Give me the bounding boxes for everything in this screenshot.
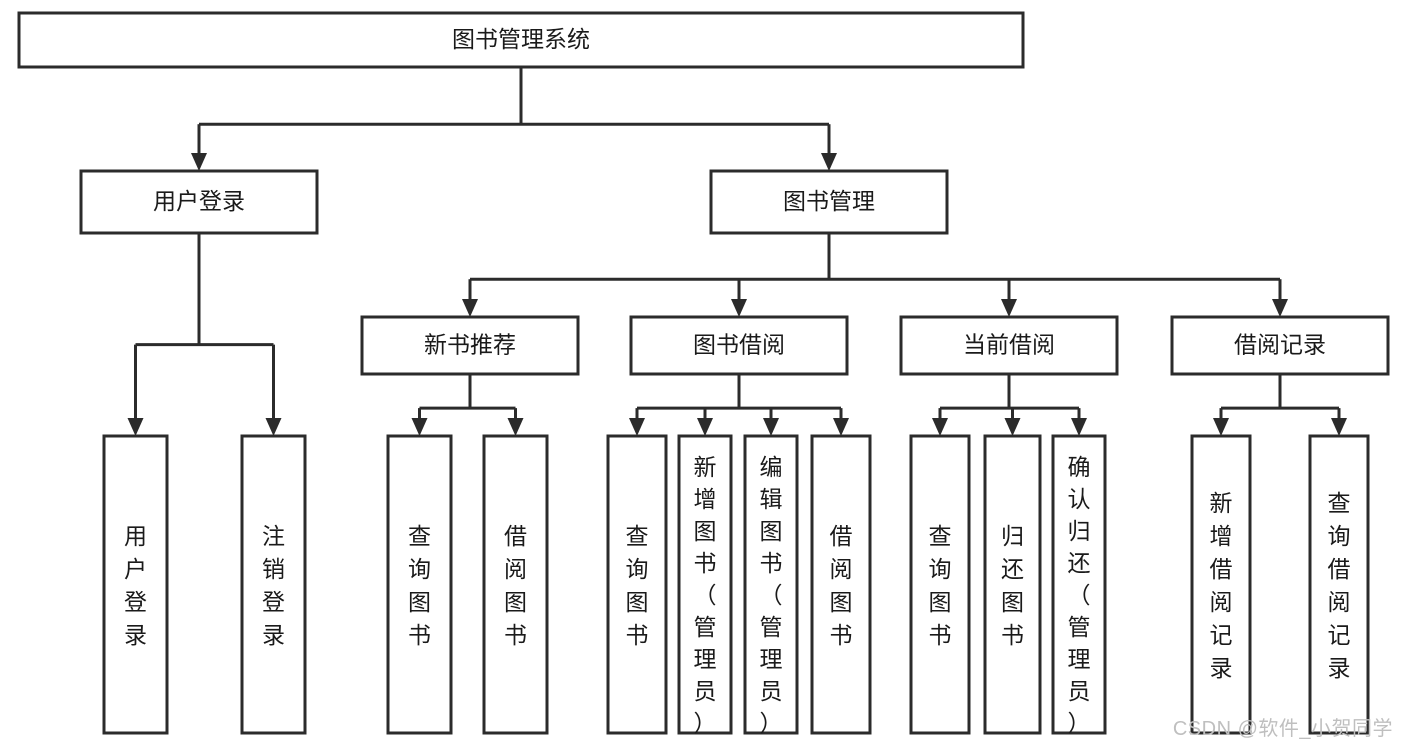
- node-box[interactable]: [1170, 315, 1390, 376]
- node-book-borrow[interactable]: 图书借阅: [629, 315, 849, 376]
- node-box[interactable]: [629, 315, 849, 376]
- node-leaf-query-borrow-record[interactable]: 查询借阅记录: [1308, 434, 1370, 735]
- node-leaf-query-book-current[interactable]: 查询图书: [909, 434, 971, 735]
- connector-arrowhead: [1004, 418, 1021, 436]
- node-box[interactable]: [909, 434, 971, 735]
- node-label: 借阅图书: [504, 523, 527, 648]
- node-label: 注销登录: [262, 523, 285, 648]
- node-label: 用户登录: [124, 523, 147, 648]
- node-leaf-return-book[interactable]: 归还图书: [983, 434, 1042, 735]
- node-leaf-confirm-return[interactable]: 确认归还（管理员）: [1051, 434, 1107, 736]
- connector-arrowhead: [763, 418, 779, 436]
- node-box[interactable]: [386, 434, 453, 735]
- node-label: 确认归还（管理员）: [1068, 454, 1091, 736]
- node-label: 当前借阅: [963, 332, 1055, 358]
- connector-arrowhead: [1071, 418, 1087, 436]
- node-new-book-recommend[interactable]: 新书推荐: [360, 315, 580, 376]
- connector-arrowhead: [697, 418, 713, 436]
- node-leaf-add-book[interactable]: 新增图书（管理员）: [677, 434, 733, 736]
- node-label: 图书管理: [783, 188, 875, 214]
- connector-arrowhead: [507, 418, 524, 436]
- node-label: 新增借阅记录: [1210, 490, 1233, 681]
- node-label: 新书推荐: [424, 332, 516, 358]
- node-box[interactable]: [17, 11, 1025, 69]
- node-box[interactable]: [482, 434, 549, 735]
- node-label: 查询图书: [929, 523, 952, 648]
- node-user-login[interactable]: 用户登录: [79, 169, 319, 235]
- node-leaf-borrow-book[interactable]: 借阅图书: [810, 434, 872, 735]
- node-leaf-query-book[interactable]: 查询图书: [606, 434, 668, 735]
- node-label: 查询图书: [408, 523, 431, 648]
- node-label: 归还图书: [1001, 523, 1024, 648]
- node-label: 借阅记录: [1234, 332, 1326, 358]
- node-borrow-record[interactable]: 借阅记录: [1170, 315, 1390, 376]
- node-label: 用户登录: [153, 188, 245, 214]
- node-leaf-query-book-recommend[interactable]: 查询图书: [386, 434, 453, 735]
- connector-arrowhead: [833, 418, 849, 436]
- node-current-borrow[interactable]: 当前借阅: [899, 315, 1119, 376]
- connector-arrowhead: [932, 418, 948, 436]
- node-box[interactable]: [983, 434, 1042, 735]
- node-leaf-add-borrow-record[interactable]: 新增借阅记录: [1190, 434, 1252, 735]
- node-box[interactable]: [240, 434, 307, 735]
- connector-arrowhead: [821, 153, 837, 171]
- node-label: 查询图书: [626, 523, 649, 648]
- node-box[interactable]: [899, 315, 1119, 376]
- node-box[interactable]: [709, 169, 949, 235]
- node-box[interactable]: [606, 434, 668, 735]
- connector-arrowhead: [1272, 299, 1288, 317]
- connector-arrowhead: [127, 418, 144, 436]
- node-label: 查询借阅记录: [1328, 490, 1351, 681]
- node-box[interactable]: [677, 434, 733, 735]
- connector-arrowhead: [1001, 299, 1017, 317]
- connector-arrowhead: [191, 153, 207, 171]
- connector-arrowhead: [1331, 418, 1347, 436]
- node-box[interactable]: [102, 434, 169, 735]
- connector-layer: [127, 67, 1347, 436]
- connector-arrowhead: [731, 299, 747, 317]
- connector-arrowhead: [462, 299, 478, 317]
- node-leaf-user-logout[interactable]: 注销登录: [240, 434, 307, 735]
- connector-arrowhead: [1213, 418, 1229, 436]
- node-label: 新增图书（管理员）: [694, 454, 717, 736]
- node-box[interactable]: [79, 169, 319, 235]
- connector-arrowhead: [265, 418, 282, 436]
- connector-arrowhead: [629, 418, 645, 436]
- connector-arrowhead: [411, 418, 428, 436]
- node-box[interactable]: [1308, 434, 1370, 735]
- node-leaf-borrow-book-recommend[interactable]: 借阅图书: [482, 434, 549, 735]
- node-box[interactable]: [360, 315, 580, 376]
- node-box[interactable]: [743, 434, 799, 735]
- node-label: 借阅图书: [830, 523, 853, 648]
- node-book-manage[interactable]: 图书管理: [709, 169, 949, 235]
- node-box[interactable]: [1190, 434, 1252, 735]
- node-leaf-edit-book[interactable]: 编辑图书（管理员）: [743, 434, 799, 736]
- node-layer: 图书管理系统用户登录图书管理新书推荐图书借阅当前借阅借阅记录用户登录注销登录查询…: [17, 11, 1390, 736]
- node-root[interactable]: 图书管理系统: [17, 11, 1025, 69]
- node-box[interactable]: [810, 434, 872, 735]
- node-label: 图书借阅: [693, 332, 785, 358]
- node-leaf-user-login[interactable]: 用户登录: [102, 434, 169, 735]
- node-box[interactable]: [1051, 434, 1107, 735]
- node-label: 编辑图书（管理员）: [760, 454, 783, 736]
- node-label: 图书管理系统: [452, 26, 590, 52]
